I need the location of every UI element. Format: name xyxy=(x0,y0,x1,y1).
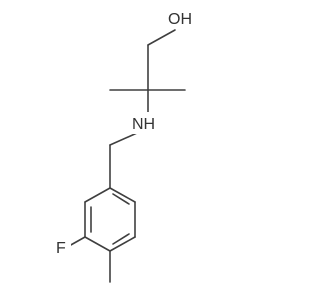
ring-double-c4-c5 xyxy=(112,233,130,245)
bond-n-ch2 xyxy=(109,132,138,146)
ring-bond-c6-c1 xyxy=(109,187,136,203)
ring-bond-c4-c5 xyxy=(109,236,136,252)
structure-svg: OH NH F xyxy=(54,7,200,283)
ring-double-c1-c6 xyxy=(112,193,130,205)
hydroxyl-label: OH xyxy=(168,11,192,28)
bond-ring-f xyxy=(68,236,86,247)
fluorine-label: F xyxy=(56,240,66,257)
ring-bond-c3-c4 xyxy=(84,236,111,252)
nh-label-background xyxy=(131,112,161,134)
oh-label-background xyxy=(167,7,200,29)
bonds xyxy=(68,29,186,283)
ring-bond-c1-c2 xyxy=(84,187,111,203)
f-label-background xyxy=(54,236,71,258)
molecule-diagram: OH NH F xyxy=(54,7,200,283)
amine-label: NH xyxy=(132,116,155,133)
bond-o-ch2 xyxy=(147,29,176,46)
